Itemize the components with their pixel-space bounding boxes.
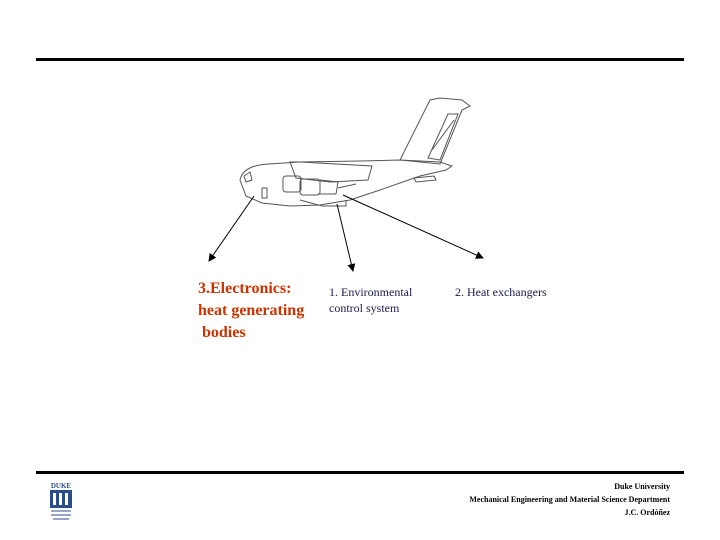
environmental-control-callout: 1. Environmental control system (329, 285, 413, 315)
top-divider (36, 58, 684, 61)
duke-logo: DUKE (47, 480, 75, 522)
arrow-environmental (336, 203, 356, 272)
footer-university: Duke University (614, 482, 670, 491)
wing (289, 161, 373, 183)
logo-wordmark: DUKE (51, 482, 72, 490)
arrow-electronics (208, 195, 255, 262)
arrow-heat-exchangers (342, 194, 484, 259)
aircraft-outline (239, 97, 471, 207)
electronics-callout: 3.Electronics: heat generating bodies (198, 280, 305, 341)
bottom-divider (36, 471, 684, 474)
footer-department: Mechanical Engineering and Material Scie… (469, 495, 670, 504)
footer-author: J.C. Ordóñez (624, 508, 670, 517)
tail-fin-panel (427, 113, 459, 161)
gear-fairing (299, 199, 347, 207)
cockpit (243, 171, 253, 183)
fuselage (239, 159, 454, 207)
engine-nacelle (299, 178, 321, 196)
heat-exchangers-callout: 2. Heat exchangers (455, 285, 547, 299)
tail-fin (399, 97, 471, 165)
footer: Duke University Mechanical Engineering a… (469, 480, 670, 519)
engine-nacelle (282, 175, 302, 193)
